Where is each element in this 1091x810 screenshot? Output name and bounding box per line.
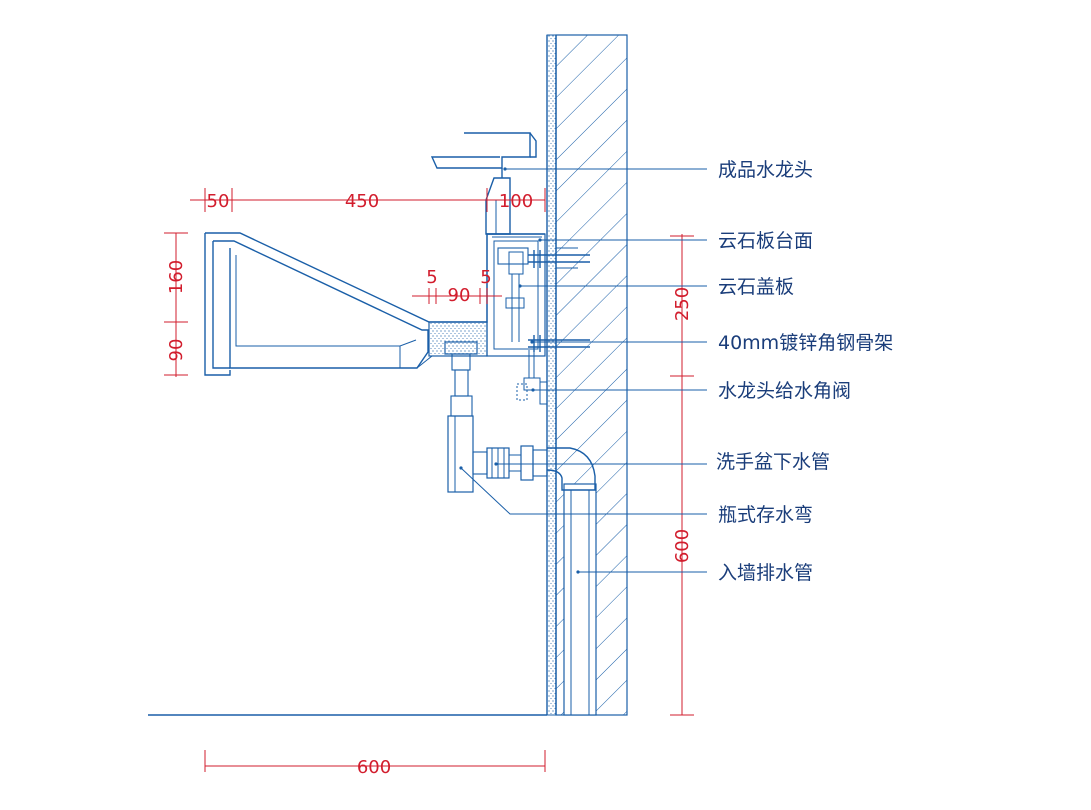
- marble-cover-plate: [428, 321, 488, 357]
- dim-top-450: 450: [345, 191, 379, 212]
- dim-right-250: 250: [672, 287, 693, 321]
- steel-angle-frame: [497, 247, 590, 352]
- dim-inner-5a: 5: [426, 267, 437, 288]
- dim-inner-5b: 5: [480, 267, 491, 288]
- label-basin-drain: 洗手盆下水管: [716, 451, 830, 473]
- faucet: [430, 132, 537, 235]
- label-angle-valve: 水龙头给水角阀: [718, 380, 851, 402]
- label-steel-frame: 40mm镀锌角钢骨架: [718, 332, 893, 354]
- wall-drain-pipe: [546, 447, 597, 716]
- dim-top-50: 50: [207, 191, 230, 212]
- callouts: 成品水龙头 云石板台面 云石盖板 40mm镀锌角钢骨架 水龙头给水角阀 洗手盆下…: [459, 159, 893, 584]
- dim-left-90: 90: [166, 339, 187, 362]
- countertop-basin: [204, 232, 546, 376]
- label-marble-countertop: 云石板台面: [718, 230, 813, 252]
- label-marble-cover: 云石盖板: [718, 276, 794, 298]
- dim-left-160: 160: [166, 260, 187, 294]
- label-faucet: 成品水龙头: [718, 159, 813, 181]
- label-wall-drain: 入墙排水管: [718, 562, 813, 584]
- angle-valve: [516, 350, 548, 405]
- wall-plaster-layer: [546, 34, 557, 716]
- dim-right-600: 600: [672, 529, 693, 563]
- dim-top-100: 100: [499, 191, 533, 212]
- dim-bottom-600: 600: [357, 757, 391, 778]
- label-bottle-trap: 瓶式存水弯: [718, 504, 813, 526]
- drain-and-trap: [444, 341, 548, 493]
- bottle-trap-body: [447, 415, 474, 493]
- dim-inner-90: 90: [448, 285, 471, 306]
- dimensions: 50 450 100 160 90 5 90 5 250 600 600: [164, 188, 694, 778]
